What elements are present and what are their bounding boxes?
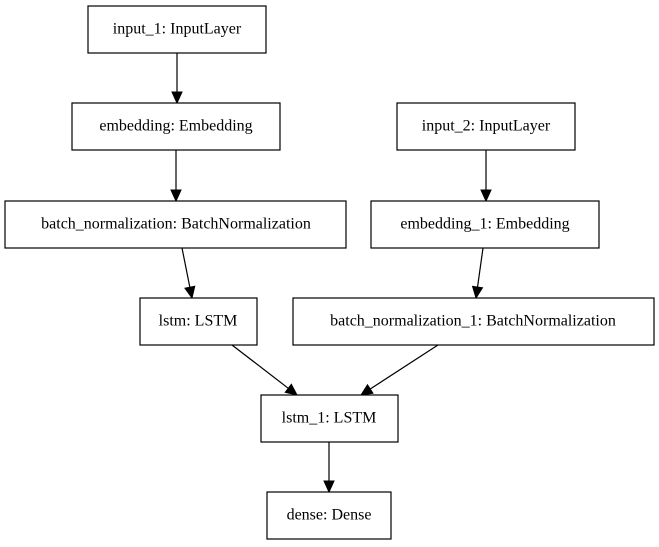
nodes-layer: input_1: InputLayer embedding: Embedding… (4, 5, 655, 540)
node-batch-normalization-1: batch_normalization_1: BatchNormalizatio… (292, 297, 655, 346)
node-label: embedding: Embedding (99, 118, 252, 135)
arrowhead-icon (359, 383, 374, 396)
arrowhead-icon (170, 189, 182, 203)
node-label: embedding_1: Embedding (400, 216, 569, 233)
edge-input-1-to-embedding (171, 53, 183, 105)
node-label: lstm_1: LSTM (282, 410, 377, 427)
node-dense: dense: Dense (266, 491, 392, 540)
edge-batch-normalization-to-lstm (181, 247, 196, 300)
node-label: batch_normalization: BatchNormalization (41, 216, 311, 233)
edge-line (369, 344, 439, 390)
node-label: dense: Dense (287, 507, 372, 524)
edge-line (231, 344, 289, 389)
edge-input-2-to-embedding-1 (480, 150, 492, 203)
edge-batch-normalization-1-to-lstm-1 (359, 344, 439, 396)
edge-lstm-1-to-dense (323, 442, 335, 494)
node-label: input_1: InputLayer (113, 21, 242, 38)
edge-embedding-1-to-batch-normalization-1 (471, 247, 484, 300)
node-label: input_2: InputLayer (422, 118, 551, 135)
node-embedding: embedding: Embedding (71, 102, 281, 151)
node-lstm: lstm: LSTM (139, 297, 258, 346)
edge-embedding-to-batch-normalization (170, 150, 182, 203)
arrowhead-icon (171, 91, 183, 105)
node-input-2: input_2: InputLayer (396, 102, 576, 151)
node-batch-normalization: batch_normalization: BatchNormalization (4, 200, 347, 249)
arrowhead-icon (323, 480, 335, 494)
node-label: lstm: LSTM (159, 313, 238, 330)
arrowhead-icon (480, 189, 492, 203)
arrowhead-icon (284, 383, 298, 396)
edge-line (476, 247, 484, 288)
edge-lstm-to-lstm-1 (231, 344, 298, 396)
arrowhead-icon (184, 285, 196, 300)
node-input-1: input_1: InputLayer (87, 5, 267, 54)
node-lstm-1: lstm_1: LSTM (260, 394, 399, 443)
edges-layer (170, 53, 492, 494)
arrowhead-icon (471, 285, 484, 300)
edge-line (181, 247, 191, 288)
node-embedding-1: embedding_1: Embedding (370, 200, 600, 249)
node-label: batch_normalization_1: BatchNormalizatio… (330, 313, 616, 330)
